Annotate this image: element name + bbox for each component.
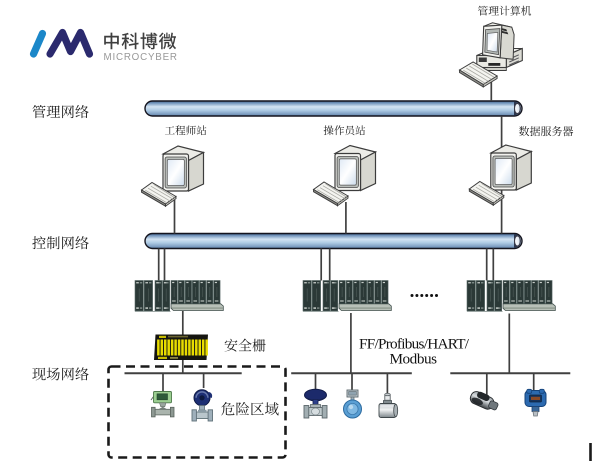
svg-text:MICROCYBER: MICROCYBER: [104, 52, 178, 63]
svg-text:Modbus: Modbus: [390, 351, 438, 368]
svg-text:FF/Profibus/HART/: FF/Profibus/HART/: [359, 336, 470, 353]
